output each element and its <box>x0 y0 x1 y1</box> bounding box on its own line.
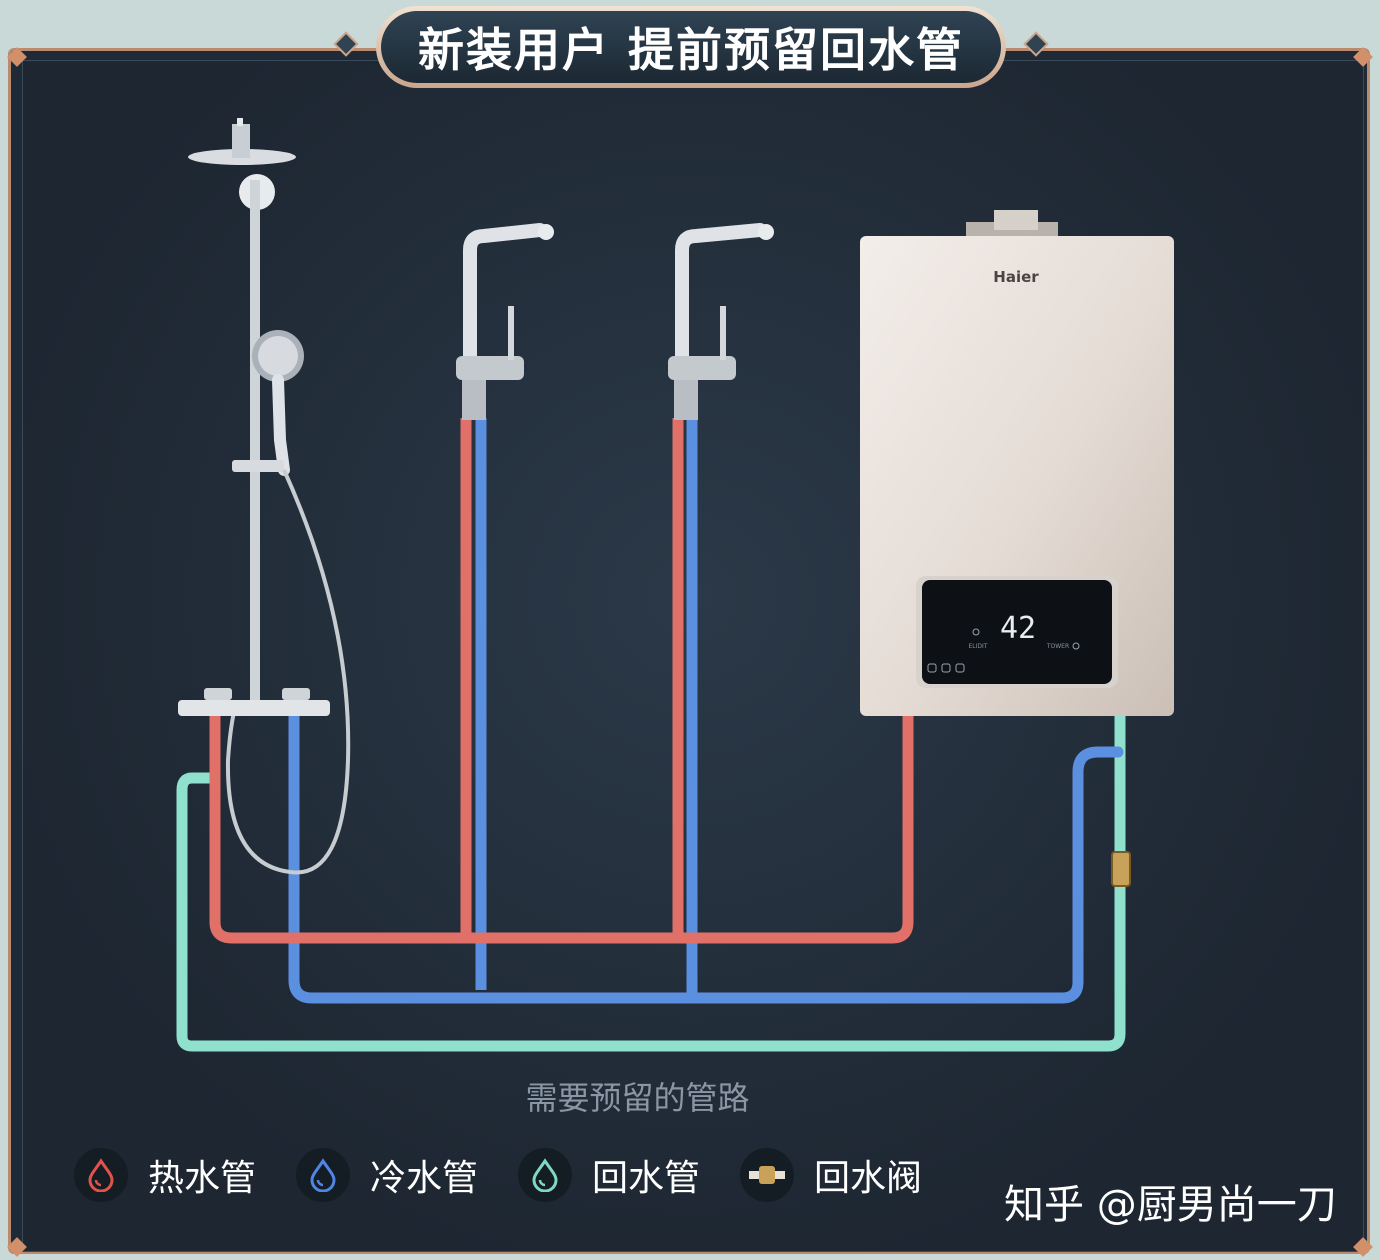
hot-pipe <box>209 706 914 944</box>
heater-button-icon <box>927 663 937 673</box>
legend: 热水管 冷水管 回水管 回水阀 <box>74 1148 962 1202</box>
heater-button-icon <box>972 628 980 636</box>
hot-water-drop-icon <box>74 1148 128 1202</box>
cold-pipe <box>288 710 1124 1004</box>
heater-mode-label-2: TOWER <box>1046 643 1069 650</box>
corner-ornament-icon <box>7 47 27 67</box>
title-right-ornament-icon <box>1023 31 1049 57</box>
heater-brand-logo: Haier <box>993 268 1039 286</box>
return-pipe <box>176 706 1126 1052</box>
legend-label: 冷水管 <box>370 1158 479 1199</box>
legend-label: 热水管 <box>148 1158 257 1199</box>
return-water-drop-icon <box>518 1148 573 1202</box>
legend-item-return-pipe: 回水管 <box>518 1148 700 1202</box>
legend-item-hot-pipe: 热水管 <box>74 1148 256 1202</box>
title-left-ornament-icon <box>333 31 359 57</box>
page-title: 新装用户 提前预留回水管 <box>381 11 1001 83</box>
cold-water-drop-icon <box>296 1148 351 1202</box>
watermark: 知乎 @厨男尚一刀 <box>1004 1182 1337 1228</box>
corner-ornament-icon <box>7 1237 27 1257</box>
diagram-caption: 需要预留的管路 <box>525 1079 750 1117</box>
water-heater <box>860 210 1174 716</box>
legend-item-cold-pipe: 冷水管 <box>296 1148 478 1202</box>
corner-ornament-icon <box>1353 1237 1373 1257</box>
return-valve-icon <box>740 1148 795 1202</box>
heater-button-icon <box>941 663 951 673</box>
title-badge: 新装用户 提前预留回水管 <box>376 6 1006 88</box>
return-valve <box>1111 851 1131 887</box>
shower-set <box>178 118 351 875</box>
heater-button-icon <box>955 663 965 673</box>
heater-temperature-readout: 42 <box>1000 611 1036 646</box>
faucet-2 <box>668 223 774 420</box>
legend-label: 回水阀 <box>814 1158 923 1199</box>
corner-ornament-icon <box>1353 47 1373 67</box>
legend-item-return-valve: 回水阀 <box>740 1148 922 1202</box>
faucet-1 <box>456 223 554 420</box>
legend-label: 回水管 <box>592 1158 701 1199</box>
heater-mode-label-1: ELIDIT <box>969 643 988 650</box>
heater-button-icon <box>1072 642 1080 650</box>
heater-display-panel <box>922 580 1112 684</box>
